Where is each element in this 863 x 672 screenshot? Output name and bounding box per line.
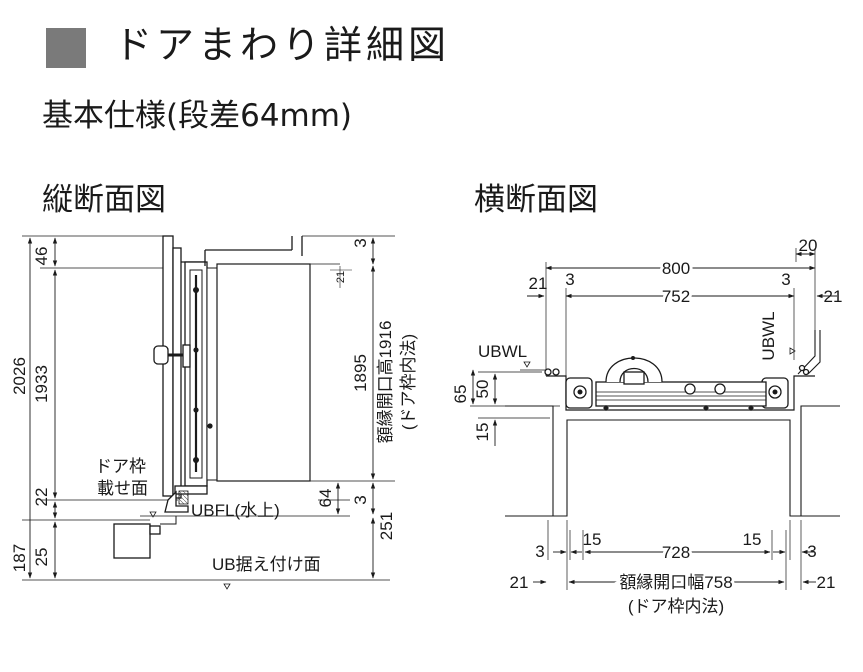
dim-h-800: 800 [662,259,690,278]
dim-h-3-right: 3 [781,270,790,289]
dim-h-65: 65 [451,385,470,404]
dim-22: 22 [32,488,51,507]
dim-251: 251 [377,512,396,540]
dim-3-top: 3 [351,238,370,247]
dim-2026: 2026 [10,357,29,395]
horizontal-section-title: 横断面図 [474,182,598,218]
dim-b-3-left: 3 [535,542,544,561]
dim-b-15-right: 15 [743,530,762,549]
ubwl-left-label: UBWL [478,342,527,361]
dim-h-21-left: 21 [529,274,548,293]
frame-width-note: (ドア枠内法) [628,597,724,616]
door-frame-label-1: ドア枠 [95,457,146,476]
ubfl-label: UBFL(水上) [191,501,280,520]
ub-surface-label: UB据え付け面 [212,555,321,574]
header-square-icon [46,28,86,68]
dim-25: 25 [32,548,51,567]
dim-187: 187 [10,544,29,572]
frame-height-note: (ドア枠内法) [399,334,418,430]
page-title: ドアまわり詳細図 [114,23,451,67]
page-subtitle: 基本仕様(段差64mm) [42,98,353,134]
dim-h-3-left: 3 [565,270,574,289]
dim-h-15-side: 15 [473,423,492,442]
dim-b-15-left: 15 [583,530,602,549]
door-frame-label-2: 載せ面 [97,479,148,498]
dim-b-3-right: 3 [807,542,816,561]
frame-width-label: 額縁開口幅758 [619,573,732,592]
dim-h-752: 752 [662,287,690,306]
dim-h-50: 50 [473,380,492,399]
horizontal-section-drawing [470,248,840,590]
dim-64: 64 [316,489,335,508]
dim-1895: 1895 [351,354,370,392]
dim-h-20: 20 [799,236,818,255]
vertical-section-title: 縦断面図 [42,182,166,218]
dim-1933: 1933 [32,365,51,403]
dim-b-728: 728 [662,543,690,562]
vertical-section-drawing [22,235,395,590]
frame-height-label: 額縁開口高1916 [376,321,395,444]
dim-b-21-right: 21 [817,573,836,592]
dim-h-21-right: 21 [824,287,843,306]
ubwl-right-label: UBWL [759,311,778,360]
dim-46: 46 [32,247,51,266]
dim-3-bottom: 3 [351,495,370,504]
dim-b-21-left: 21 [510,573,529,592]
dim-21: 21 [335,271,347,283]
